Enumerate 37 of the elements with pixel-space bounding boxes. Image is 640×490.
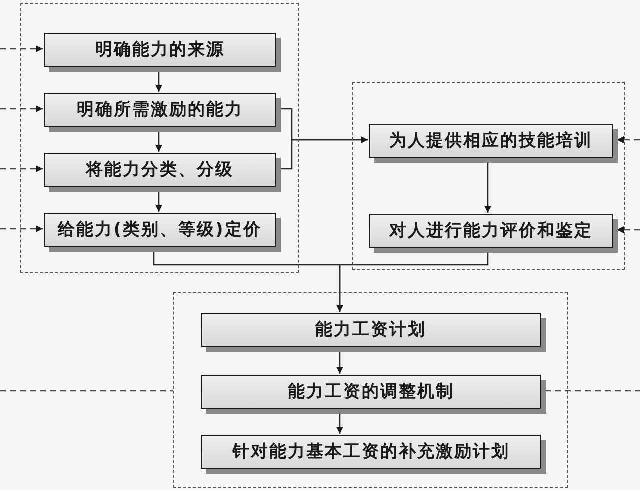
connector-line [545,390,640,392]
arrow [336,351,344,374]
group-frame [173,292,568,488]
arrow [0,166,43,172]
step-label: 将能力分类、分级 [86,160,234,180]
process-box [201,435,546,474]
arrow [484,162,492,213]
arrow [0,46,43,52]
step-label: 对人进行能力评价和鉴定 [389,220,593,242]
arrow [617,136,640,144]
step-label: 为人提供相应的技能培训 [389,130,593,152]
step-label: 明确能力的来源 [95,40,225,60]
step-label: 针对能力基本工资的补充激励计划 [232,442,510,462]
arrow [617,226,640,234]
step-label: 给能力(类别、等级)定价 [58,220,262,240]
arrow [0,106,43,112]
process-box [369,124,618,163]
connector-line [0,390,173,392]
group-frame [20,3,299,273]
group-frame [352,82,625,270]
arrow [280,136,368,170]
process-box [369,214,618,253]
arrow [156,71,162,92]
process-box [44,213,281,252]
step-label: 能力工资的调整机制 [288,382,454,402]
arrow [156,191,162,212]
arrow [336,252,489,312]
process-box [44,33,281,72]
arrow [0,226,43,232]
process-box [201,375,546,414]
arrow [156,131,162,152]
step-label: 明确所需激励的能力 [76,100,244,120]
process-box [44,153,281,192]
process-box [201,313,546,352]
arrow [336,413,344,434]
step-label: 能力工资计划 [316,320,426,340]
process-box [44,93,281,132]
